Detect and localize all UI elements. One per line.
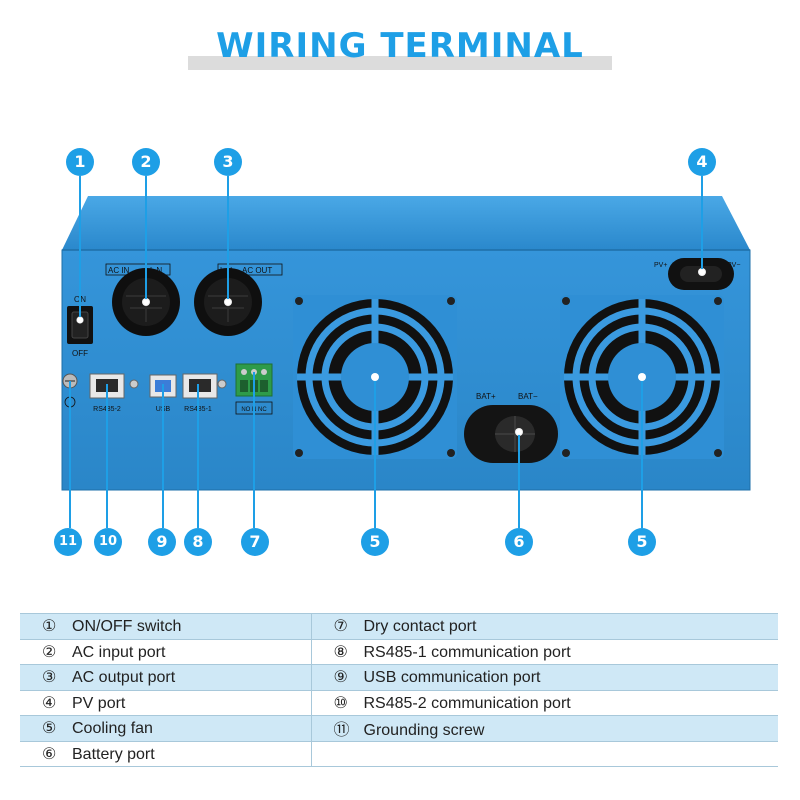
inverter-rear-panel: ON OFF AC IN L N L N AC OUT PV+ PV− RS	[61, 176, 751, 528]
legend-item-empty	[310, 740, 778, 767]
marker-2: 2	[132, 148, 160, 176]
title-area: WIRING TERMINAL	[0, 26, 800, 78]
marker-5-right: 5	[628, 528, 656, 556]
pv-plus-label: PV+	[654, 262, 667, 269]
leader-lines	[69, 176, 703, 528]
marker-7: 7	[241, 528, 269, 556]
switch-off-label: OFF	[72, 349, 88, 358]
bat-plus-label: BAT+	[476, 392, 496, 401]
marker-1: 1	[66, 148, 94, 176]
marker-6: 6	[505, 528, 533, 556]
ac-out-label: AC OUT	[242, 266, 272, 275]
marker-10: 10	[94, 528, 122, 556]
ac-in-label: AC IN	[108, 266, 130, 275]
marker-5-left: 5	[361, 528, 389, 556]
marker-9: 9	[148, 528, 176, 556]
marker-4: 4	[688, 148, 716, 176]
page-title: WIRING TERMINAL	[216, 26, 584, 66]
housing-top	[62, 196, 750, 250]
marker-3: 3	[214, 148, 242, 176]
marker-8: 8	[184, 528, 212, 556]
bat-minus-label: BAT−	[518, 392, 538, 401]
pv-minus-label: PV−	[727, 262, 740, 269]
title-underline	[188, 56, 612, 70]
marker-11: 11	[54, 528, 82, 556]
